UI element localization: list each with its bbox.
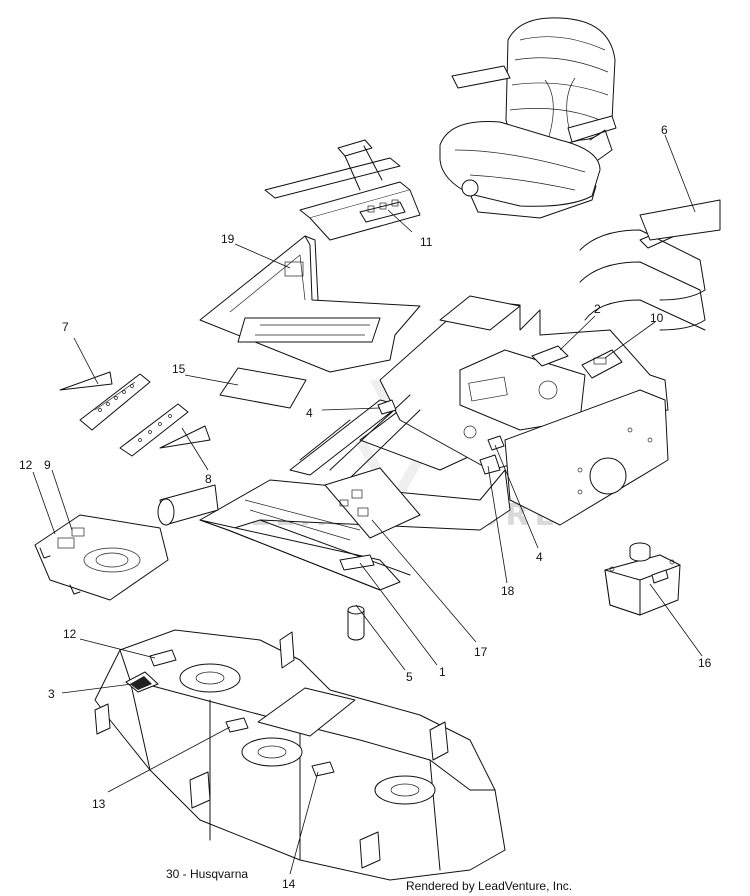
callout-14: 14 [282, 877, 296, 891]
callout-12a: 12 [19, 458, 33, 472]
callout-9: 9 [44, 458, 51, 472]
callout-17: 17 [474, 645, 488, 659]
callout-3: 3 [48, 687, 55, 701]
floor-pan [199, 235, 421, 373]
rear-bumper [579, 199, 721, 331]
callout-4b: 4 [536, 550, 543, 564]
callout-12b: 12 [63, 627, 77, 641]
pump-plate [34, 514, 169, 601]
callout-8: 8 [205, 472, 212, 486]
decal-15 [219, 367, 307, 409]
leader-lines [32, 134, 703, 875]
callout-13: 13 [92, 797, 106, 811]
callout-19: 19 [221, 232, 235, 246]
callout-10: 10 [650, 311, 664, 325]
callout-6: 6 [661, 123, 668, 137]
mower-deck [94, 629, 506, 881]
callout-2: 2 [594, 302, 601, 316]
callout-4a: 4 [306, 406, 313, 420]
chassis-frame [157, 295, 669, 641]
callout-5: 5 [406, 670, 413, 684]
seat [439, 17, 617, 219]
callout-1: 1 [439, 665, 446, 679]
seat-bracket [264, 139, 421, 241]
battery-box [604, 542, 681, 616]
callout-15: 15 [172, 362, 186, 376]
foot-rest-lower [119, 403, 211, 457]
rendered-by-credit: Rendered by LeadVenture, Inc. [406, 879, 573, 893]
callout-18: 18 [501, 584, 515, 598]
callout-7: 7 [62, 320, 69, 334]
foot-rest-upper [59, 371, 151, 431]
callout-16: 16 [698, 656, 712, 670]
page-label: 30 - Husqvarna [166, 867, 249, 881]
callout-11: 11 [420, 235, 433, 249]
callout-labels: 19 6 11 2 10 7 15 4 8 12 9 4 18 17 1 5 1… [19, 123, 712, 891]
